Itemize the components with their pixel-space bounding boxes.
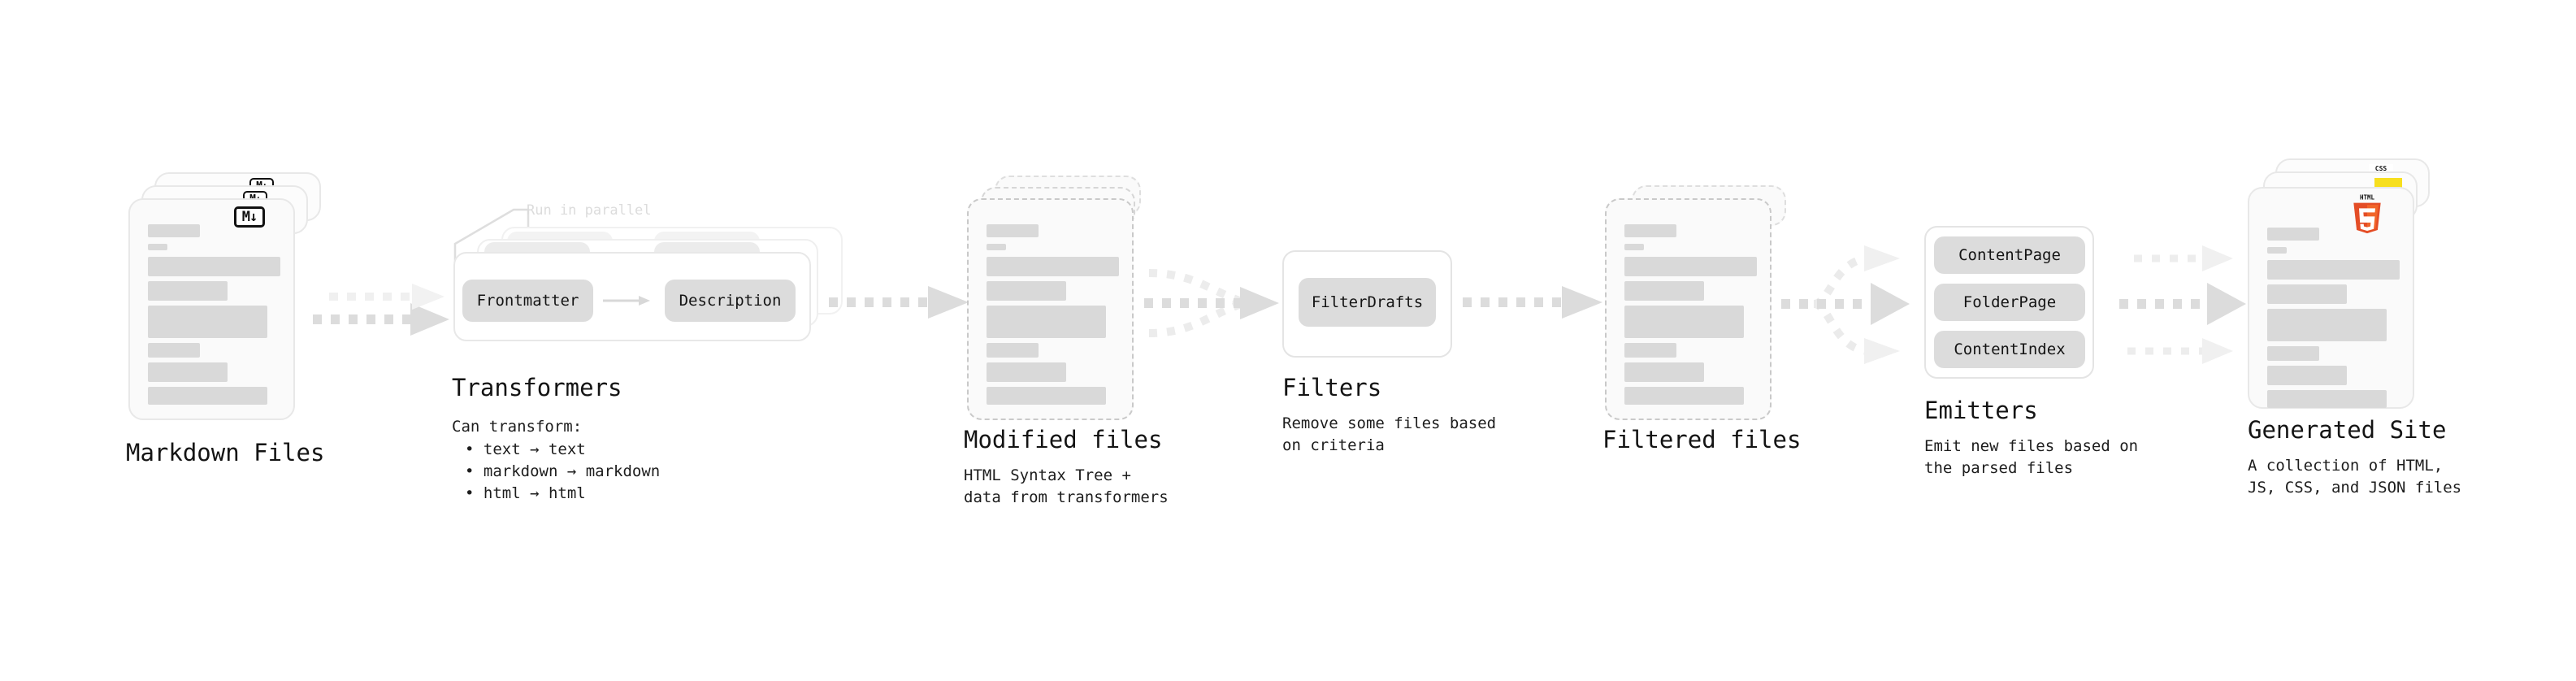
skeleton-line bbox=[148, 306, 267, 338]
arrow-markdown-to-transformers bbox=[313, 284, 449, 336]
run-in-parallel-label: Run in parallel bbox=[527, 202, 652, 219]
stage-subtitle-filters: Remove some files based on criteria bbox=[1282, 414, 1497, 454]
skeleton-line bbox=[1624, 362, 1704, 382]
skeleton-line bbox=[987, 306, 1106, 338]
stage-title-filters: Filters bbox=[1282, 374, 1382, 401]
generated-card-front bbox=[2248, 187, 2414, 409]
skeleton-line bbox=[2267, 247, 2287, 254]
filtered-card-front bbox=[1605, 198, 1772, 420]
skeleton-line bbox=[1624, 306, 1744, 338]
skeleton-line bbox=[148, 257, 280, 276]
skeleton-line bbox=[987, 362, 1066, 382]
stage-title-filtered-files: Filtered files bbox=[1602, 426, 1802, 453]
skeleton-line bbox=[148, 362, 228, 382]
skeleton-line bbox=[2267, 284, 2347, 304]
stage-title-modified-files: Modified files bbox=[964, 426, 1163, 453]
transformers-bullet-2: • html → html bbox=[465, 484, 586, 502]
skeleton-line bbox=[148, 244, 167, 250]
skeleton-line bbox=[2267, 260, 2400, 280]
skeleton-line bbox=[1624, 257, 1757, 276]
skeleton-line bbox=[987, 244, 1006, 250]
transformer-pill-frontmatter: Frontmatter bbox=[462, 280, 593, 322]
transformers-bullet-1: • markdown → markdown bbox=[465, 462, 661, 480]
stage-subtitle-transformers: Can transform: bbox=[452, 418, 583, 436]
arrow-emitters-to-generated-site bbox=[2119, 245, 2246, 364]
transformer-pill-description: Description bbox=[665, 280, 796, 322]
emitters-pill-contentpage[interactable]: ContentPage bbox=[1934, 236, 2085, 274]
skeleton-line bbox=[1624, 387, 1744, 405]
skeleton-line bbox=[1624, 224, 1676, 237]
stage-title-generated-site: Generated Site bbox=[2248, 416, 2447, 444]
arrow-transformers-to-modified-files bbox=[829, 286, 969, 319]
skeleton-line bbox=[987, 387, 1106, 405]
stage-subtitle-generated-site: A collection of HTML, JS, CSS, and JSON … bbox=[2248, 457, 2462, 497]
markdown-card-front bbox=[128, 198, 295, 420]
skeleton-line bbox=[2267, 228, 2319, 241]
skeleton-line bbox=[987, 224, 1039, 237]
skeleton-line bbox=[2267, 390, 2387, 408]
stage-subtitle-modified-files: HTML Syntax Tree + data from transformer… bbox=[964, 466, 1169, 506]
emitters-pill-folderpage[interactable]: FolderPage bbox=[1934, 284, 2085, 321]
skeleton-line bbox=[2267, 309, 2387, 341]
transformer-arrow-front bbox=[603, 296, 650, 306]
transformers-bullet-0: • text → text bbox=[465, 440, 586, 458]
markdown-badge-front: M↓ bbox=[234, 206, 265, 228]
run-in-parallel-bracket bbox=[453, 208, 530, 273]
stage-title-transformers: Transformers bbox=[452, 374, 622, 401]
skeleton-line bbox=[148, 343, 200, 358]
skeleton-line bbox=[2267, 366, 2347, 385]
stage-title-emitters: Emitters bbox=[1924, 397, 2038, 424]
skeleton-line bbox=[987, 343, 1039, 358]
skeleton-line bbox=[2267, 346, 2319, 361]
svg-text:HTML: HTML bbox=[2360, 194, 2375, 202]
skeleton-line bbox=[987, 257, 1119, 276]
arrow-filters-to-filtered-files bbox=[1463, 286, 1602, 319]
skeleton-line bbox=[987, 281, 1066, 301]
stage-title-markdown-files: Markdown Files bbox=[126, 439, 325, 466]
arrow-filtered-files-to-emitters bbox=[1781, 245, 1910, 364]
html5-icon: HTML bbox=[2353, 194, 2381, 234]
skeleton-line bbox=[1624, 244, 1644, 250]
skeleton-line bbox=[148, 387, 267, 405]
arrow-modified-files-to-filters bbox=[1144, 269, 1279, 337]
stage-subtitle-emitters: Emit new files based on the parsed files bbox=[1924, 437, 2139, 477]
skeleton-line bbox=[1624, 343, 1676, 358]
modified-card-front bbox=[967, 198, 1134, 420]
skeleton-line bbox=[148, 224, 200, 237]
filters-pill-filterdrafts[interactable]: FilterDrafts bbox=[1299, 278, 1436, 327]
emitters-pill-contentindex[interactable]: ContentIndex bbox=[1934, 331, 2085, 368]
skeleton-line bbox=[148, 281, 228, 301]
skeleton-line bbox=[1624, 281, 1704, 301]
